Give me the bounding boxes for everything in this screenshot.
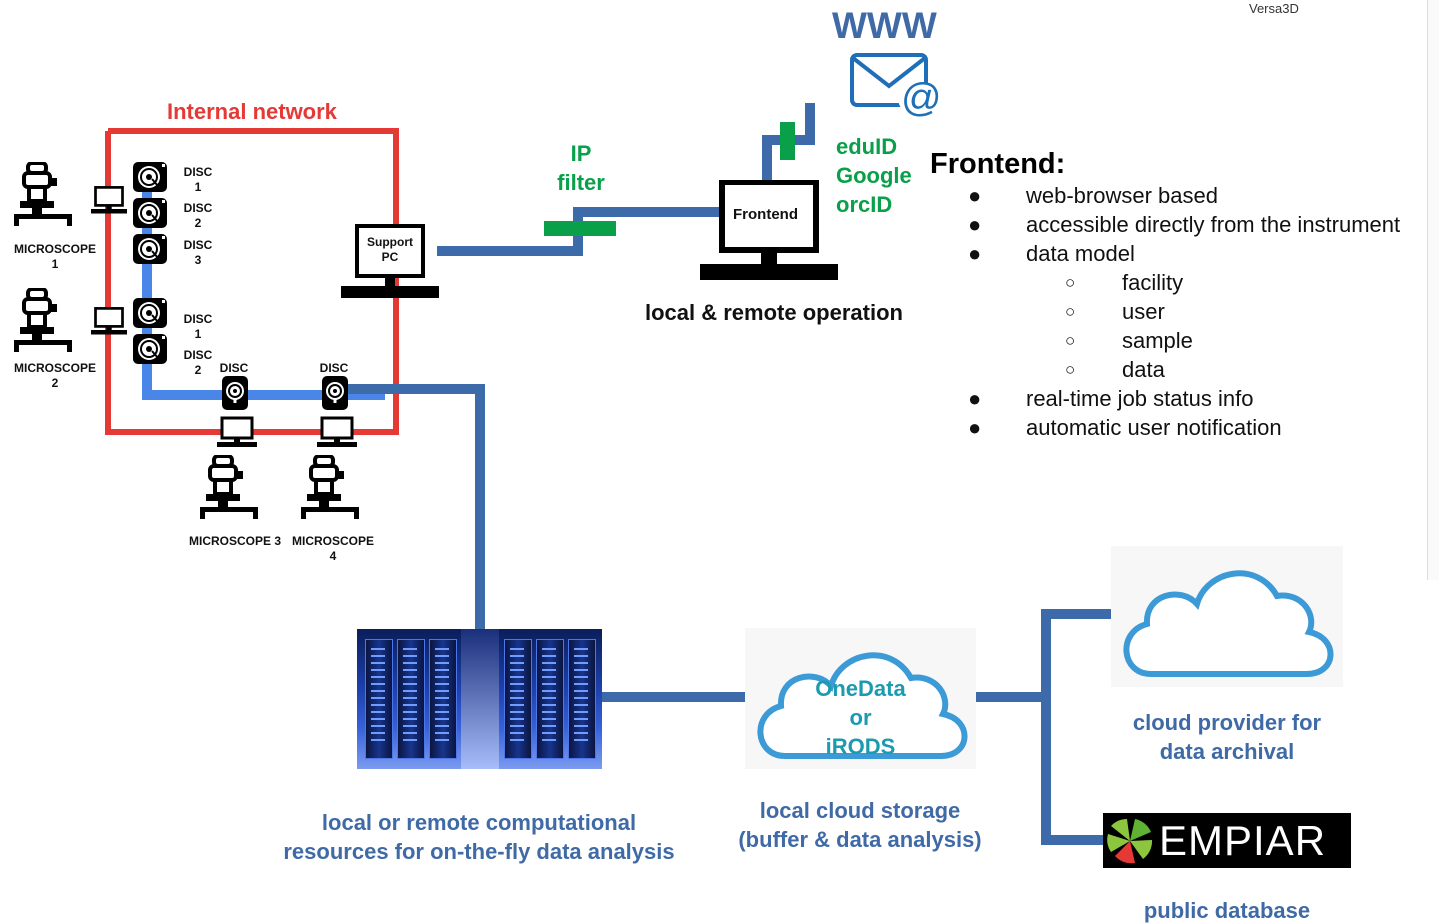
bullet-icon: ○ bbox=[1065, 331, 1076, 350]
frontend-panel-title: Frontend: bbox=[930, 148, 1066, 180]
feature-item: ●web-browser based bbox=[968, 183, 1218, 208]
version-label: Versa3D bbox=[1249, 1, 1299, 16]
feature-subitem: ○user bbox=[1065, 299, 1165, 324]
bullet-icon: ● bbox=[968, 183, 982, 208]
bullet-icon: ○ bbox=[1065, 302, 1076, 321]
disc-icon bbox=[132, 161, 168, 193]
auth-providers: eduID Google orcID bbox=[836, 132, 912, 219]
empiar-logo: EMPIAR bbox=[1103, 813, 1351, 868]
computer-icon bbox=[217, 416, 257, 448]
compute-caption: local or remote computational resources … bbox=[283, 810, 675, 864]
bullet-icon: ● bbox=[968, 415, 982, 440]
microscope-1-icon bbox=[14, 162, 84, 226]
datacenter-image bbox=[357, 629, 602, 769]
feature-subitem: ○data bbox=[1065, 357, 1165, 382]
feature-subitem: ○sample bbox=[1065, 328, 1193, 353]
support-pc-line2: PC bbox=[381, 250, 399, 264]
empiar-label: EMPIAR bbox=[1159, 817, 1327, 864]
cloud-provider-icon bbox=[1111, 546, 1343, 687]
cloud-provider-caption: cloud provider for data archival bbox=[1132, 710, 1322, 764]
auth-eduid: eduID bbox=[836, 134, 898, 159]
bullet-icon: ● bbox=[968, 241, 982, 266]
bullet-icon: ○ bbox=[1065, 273, 1076, 292]
feature-item: ●data model bbox=[968, 241, 1135, 266]
bus-to-compute-link bbox=[340, 384, 485, 630]
auth-filter-block bbox=[780, 122, 795, 160]
support-pc-label: Support PC bbox=[357, 235, 423, 265]
frontend-pc-icon bbox=[700, 180, 838, 280]
ip-filter-block bbox=[544, 221, 616, 236]
feature-list: ●web-browser based ●accessible directly … bbox=[930, 181, 1439, 442]
svg-text:@: @ bbox=[901, 76, 940, 120]
feature-item: ●accessible directly from the instrument bbox=[968, 212, 1401, 237]
computer-icon bbox=[91, 306, 127, 336]
microscope-2-icon bbox=[14, 288, 84, 352]
auth-orcid: orcID bbox=[836, 192, 893, 217]
empiar-mark-icon bbox=[1107, 819, 1153, 864]
auth-google: Google bbox=[836, 163, 912, 188]
public-database-caption: public database bbox=[1143, 898, 1311, 923]
disc-label: DISC bbox=[319, 361, 349, 375]
disc-icon bbox=[221, 375, 249, 411]
cloud-storage-caption: local cloud storage (buffer & data analy… bbox=[738, 798, 982, 852]
cloud-storage-icon bbox=[745, 628, 976, 769]
ip-filter-line2: filter bbox=[557, 170, 605, 195]
disc-icon bbox=[132, 233, 168, 265]
ip-filter-label: IP filter bbox=[545, 139, 617, 197]
disc-label: DISC bbox=[219, 361, 249, 375]
frontend-feature-list: Frontend: ●web-browser based ●accessible… bbox=[930, 148, 1439, 442]
ip-filter-line1: IP bbox=[570, 141, 592, 166]
support-pc-line1: Support bbox=[367, 235, 413, 249]
mail-icon: @ bbox=[850, 53, 940, 120]
microscope-4-icon bbox=[301, 455, 371, 519]
www-label: WWW bbox=[832, 5, 937, 46]
bullet-icon: ○ bbox=[1065, 360, 1076, 379]
disc-icon bbox=[321, 375, 349, 411]
disc-icon bbox=[132, 197, 168, 229]
cloud-to-archive-link bbox=[976, 609, 1112, 702]
feature-item: ●automatic user notification bbox=[968, 415, 1282, 440]
cloud-storage-label: OneData or iRODS bbox=[815, 676, 906, 759]
support-pc-icon bbox=[341, 224, 439, 298]
disc-icon bbox=[132, 297, 168, 329]
microscope-3-icon bbox=[200, 455, 270, 519]
computer-icon bbox=[317, 416, 357, 448]
microscope-3-label: MICROSCOPE 3 bbox=[188, 534, 281, 548]
feature-item: ●real-time job status info bbox=[968, 386, 1254, 411]
internal-network-label: Internal network bbox=[167, 99, 337, 124]
side-panel-edge bbox=[1427, 0, 1439, 580]
feature-subitem: ○facility bbox=[1065, 270, 1184, 295]
bullet-icon: ● bbox=[968, 212, 982, 237]
computer-icon bbox=[91, 185, 127, 215]
disc-icon bbox=[132, 333, 168, 365]
bullet-icon: ● bbox=[968, 386, 982, 411]
frontend-caption: local & remote operation bbox=[645, 300, 903, 325]
cloud-to-empiar-link bbox=[1041, 697, 1103, 845]
frontend-label: Frontend bbox=[733, 206, 798, 223]
